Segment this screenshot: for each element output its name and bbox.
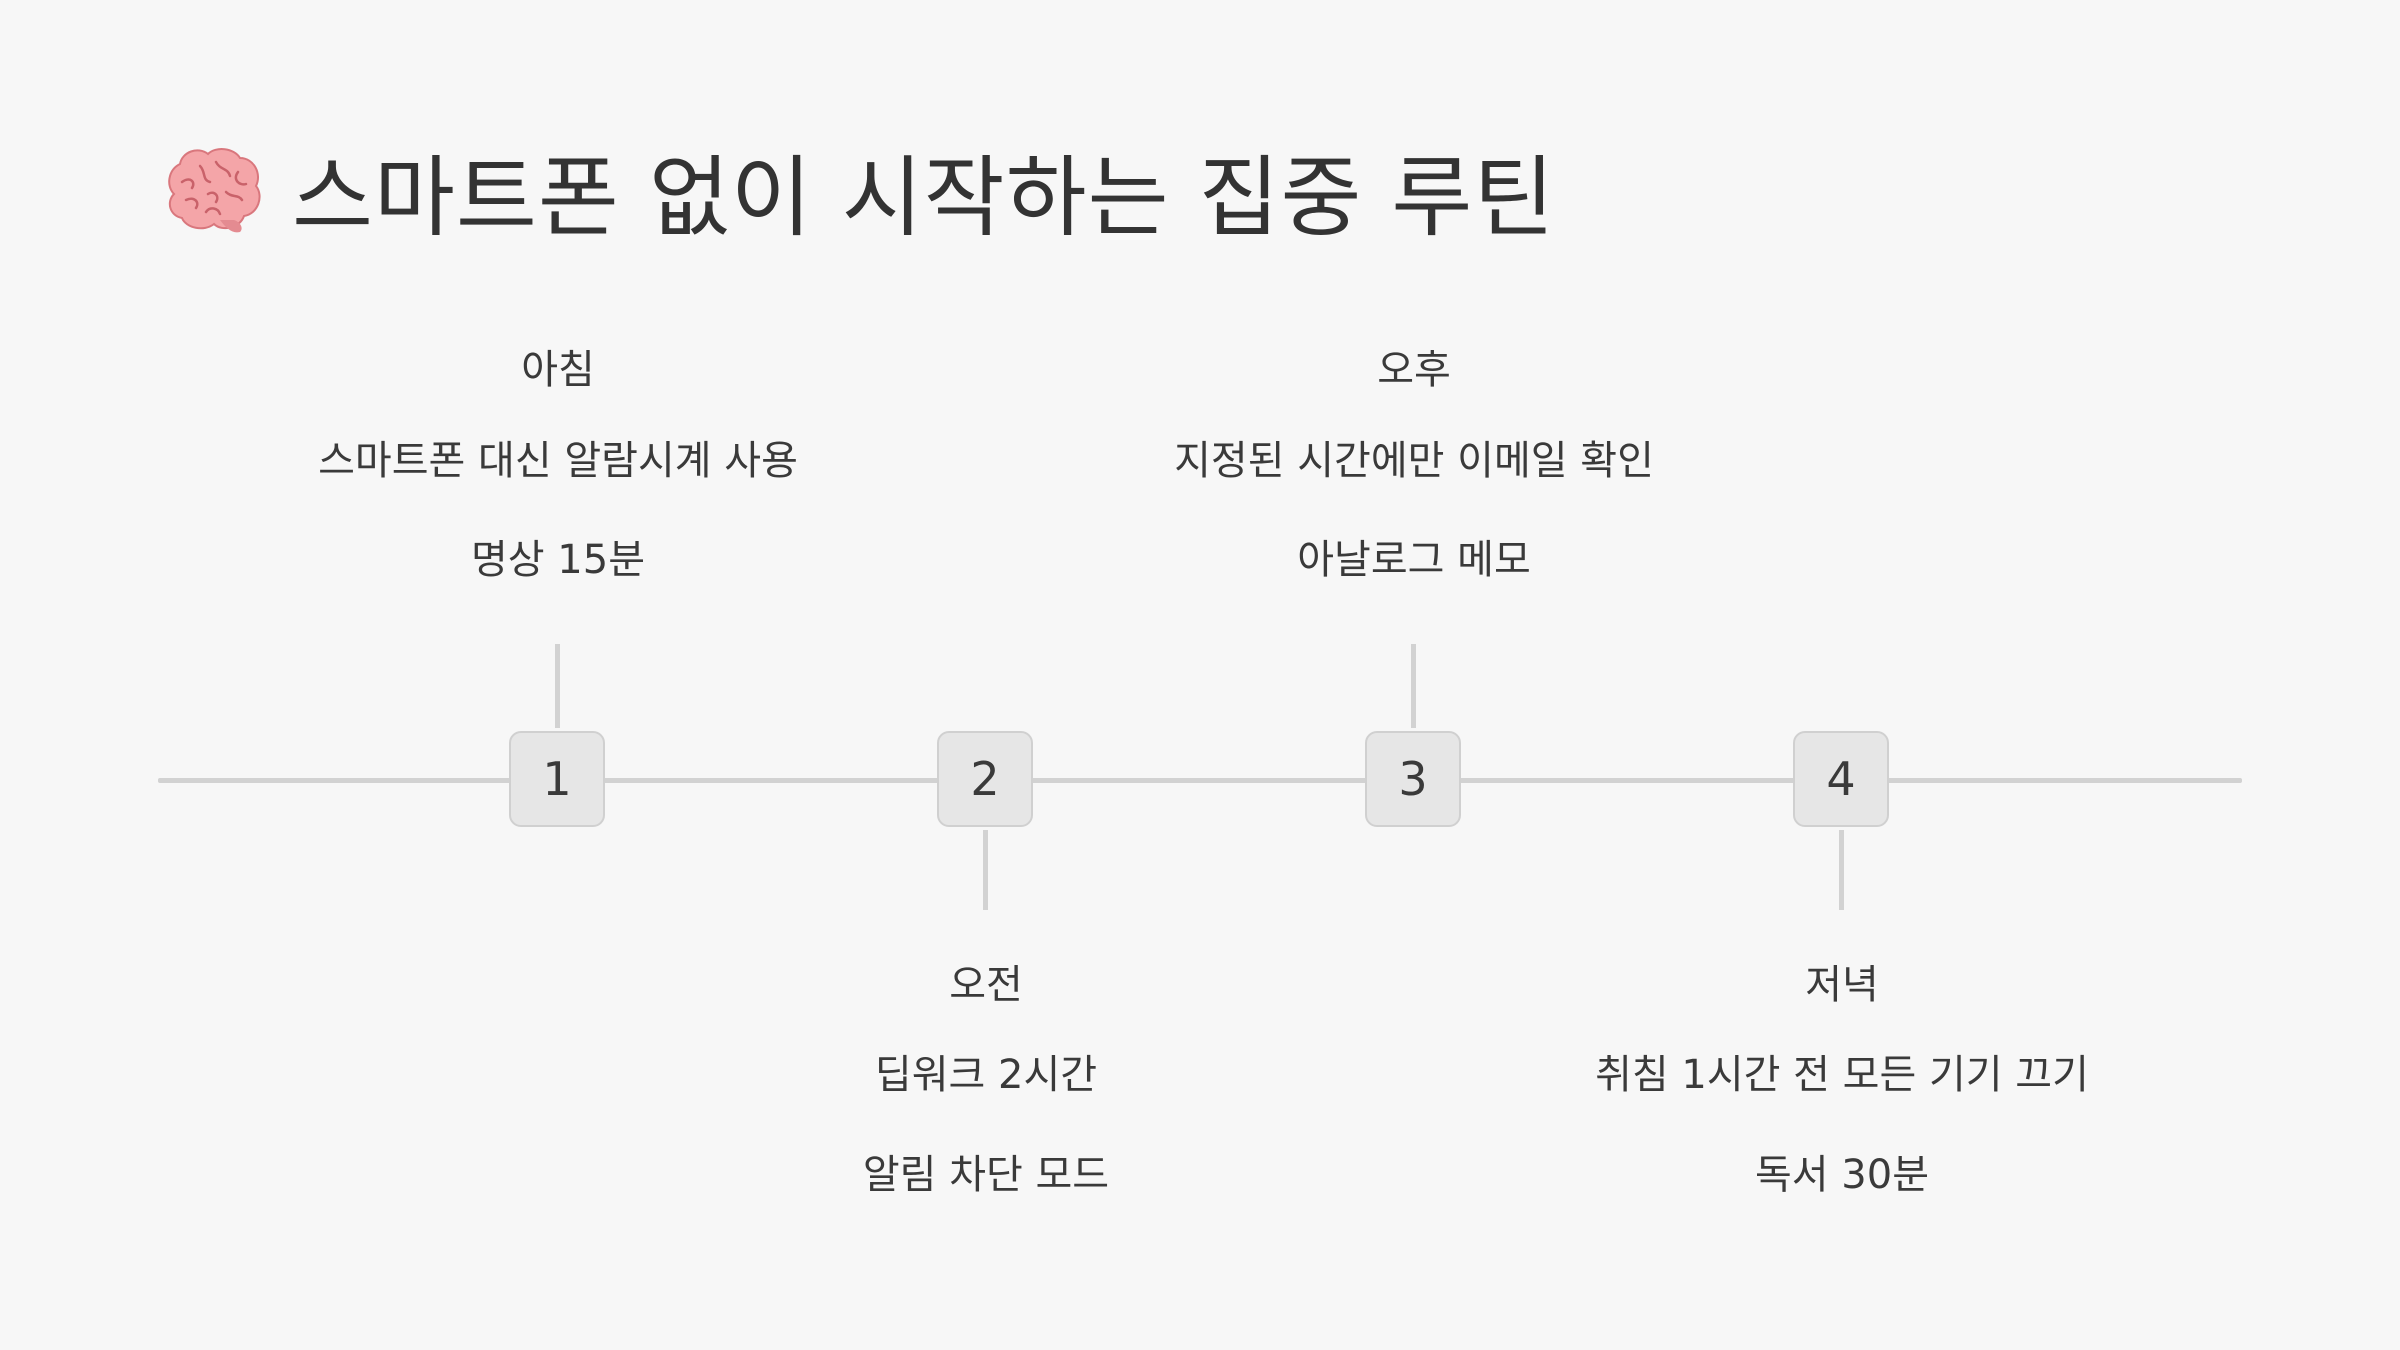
step-period: 아침 <box>521 347 595 393</box>
step-period: 저녁 <box>1805 962 1879 1008</box>
connector-3 <box>1411 644 1416 728</box>
title-text: 스마트폰 없이 시작하는 집중 루틴 <box>292 145 1556 249</box>
page-title: 스마트폰 없이 시작하는 집중 루틴 <box>160 130 1555 250</box>
connector-4 <box>1839 830 1844 910</box>
connector-2 <box>983 830 988 910</box>
step-marker-1: 1 <box>509 731 605 827</box>
step-item: 아날로그 메모 <box>1297 537 1531 583</box>
step-item: 스마트폰 대신 알람시계 사용 <box>318 438 798 484</box>
step-item: 지정된 시간에만 이메일 확인 <box>1174 438 1654 484</box>
step-item: 알림 차단 모드 <box>862 1152 1110 1198</box>
step-item: 독서 30분 <box>1754 1152 1929 1198</box>
timeline-line <box>158 778 2242 783</box>
brain-icon <box>168 148 261 233</box>
connector-1 <box>555 644 560 728</box>
step-marker-3: 3 <box>1365 731 1461 827</box>
step-item: 명상 15분 <box>470 537 645 583</box>
step-period: 오전 <box>949 962 1023 1008</box>
step-marker-2: 2 <box>937 731 1033 827</box>
step-item: 취침 1시간 전 모든 기기 끄기 <box>1595 1052 2089 1098</box>
step-item: 딥워크 2시간 <box>874 1052 1098 1098</box>
step-period: 오후 <box>1377 347 1451 393</box>
step-marker-4: 4 <box>1793 731 1889 827</box>
